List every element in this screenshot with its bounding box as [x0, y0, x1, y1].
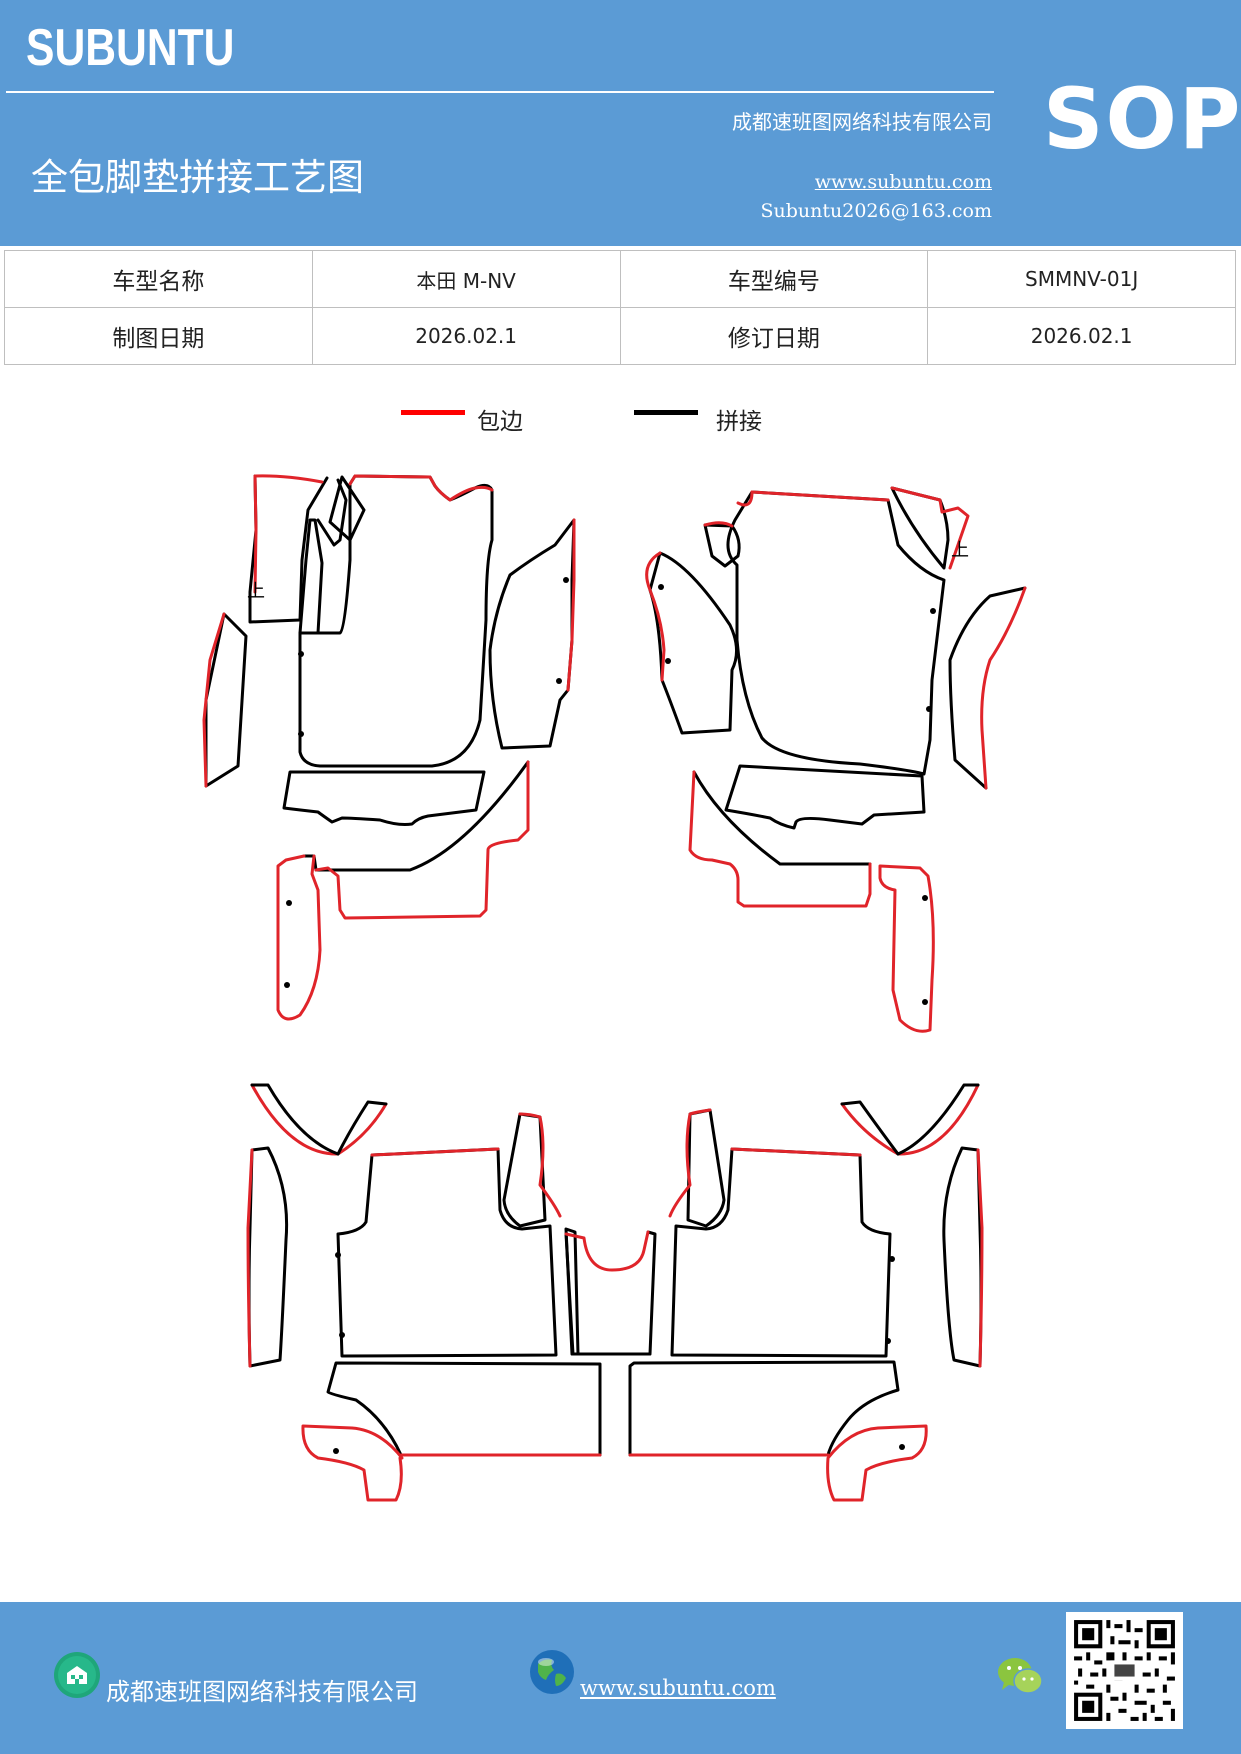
- rear-left-mat: [246, 1083, 602, 1502]
- table-row: 制图日期 2026.02.1 修订日期 2026.02.1: [4, 307, 1236, 365]
- wechat-icon: [998, 1658, 1043, 1694]
- email-address: Subuntu2026@163.com: [760, 200, 992, 222]
- model-code-label: 车型编号: [619, 250, 929, 308]
- up-mark-left: 上: [247, 581, 265, 602]
- model-name-value: 本田 M-NV: [311, 250, 621, 308]
- mat-pattern-svg: 上 上: [202, 474, 1027, 1502]
- sop-mark: SOP: [1043, 70, 1241, 168]
- draw-date-value: 2026.02.1: [311, 307, 621, 365]
- model-code-value: SMMNV-01J: [927, 250, 1236, 308]
- revise-date-label: 修订日期: [619, 307, 929, 365]
- header-banner: SUBUNTU SOP 成都速班图网络科技有限公司 全包脚垫拼接工艺图 www.…: [0, 0, 1241, 246]
- header-divider: [6, 91, 994, 93]
- model-name-label: 车型名称: [4, 250, 313, 308]
- company-name: 成都速班图网络科技有限公司: [732, 110, 992, 134]
- legend-join-label: 拼接: [716, 409, 762, 435]
- globe-icon: [530, 1650, 574, 1694]
- legend-edge-label: 包边: [477, 409, 523, 435]
- footer-website-link[interactable]: www.subuntu.com: [580, 1676, 776, 1700]
- qr-code[interactable]: [1066, 1612, 1183, 1729]
- qr-code-pattern: [1066, 1612, 1183, 1729]
- legend-edge-swatch: [401, 410, 465, 415]
- footer-banner: 成都速班图网络科技有限公司 www.subuntu.com: [0, 1602, 1241, 1754]
- front-left-mat: [202, 474, 576, 1021]
- legend-join-swatch: [634, 410, 698, 415]
- front-right-mat: [645, 486, 1027, 1033]
- legend: 包边 拼接: [0, 400, 1241, 440]
- rear-center-mat: [564, 1230, 657, 1356]
- brand-logo: SUBUNTU: [26, 19, 235, 77]
- page-title: 全包脚垫拼接工艺图: [31, 156, 364, 199]
- floor-mat-diagram: 上 上: [0, 440, 1241, 1540]
- revise-date-value: 2026.02.1: [927, 307, 1236, 365]
- footer-company-name: 成都速班图网络科技有限公司: [106, 1678, 418, 1706]
- website-link[interactable]: www.subuntu.com: [814, 171, 992, 193]
- vehicle-info-table: 车型名称 本田 M-NV 车型编号 SMMNV-01J 制图日期 2026.02…: [4, 250, 1236, 365]
- building-icon: [54, 1652, 100, 1698]
- table-row: 车型名称 本田 M-NV 车型编号 SMMNV-01J: [4, 250, 1236, 308]
- rear-right-mat: [628, 1083, 984, 1502]
- draw-date-label: 制图日期: [4, 307, 313, 365]
- up-mark-right: 上: [951, 540, 969, 561]
